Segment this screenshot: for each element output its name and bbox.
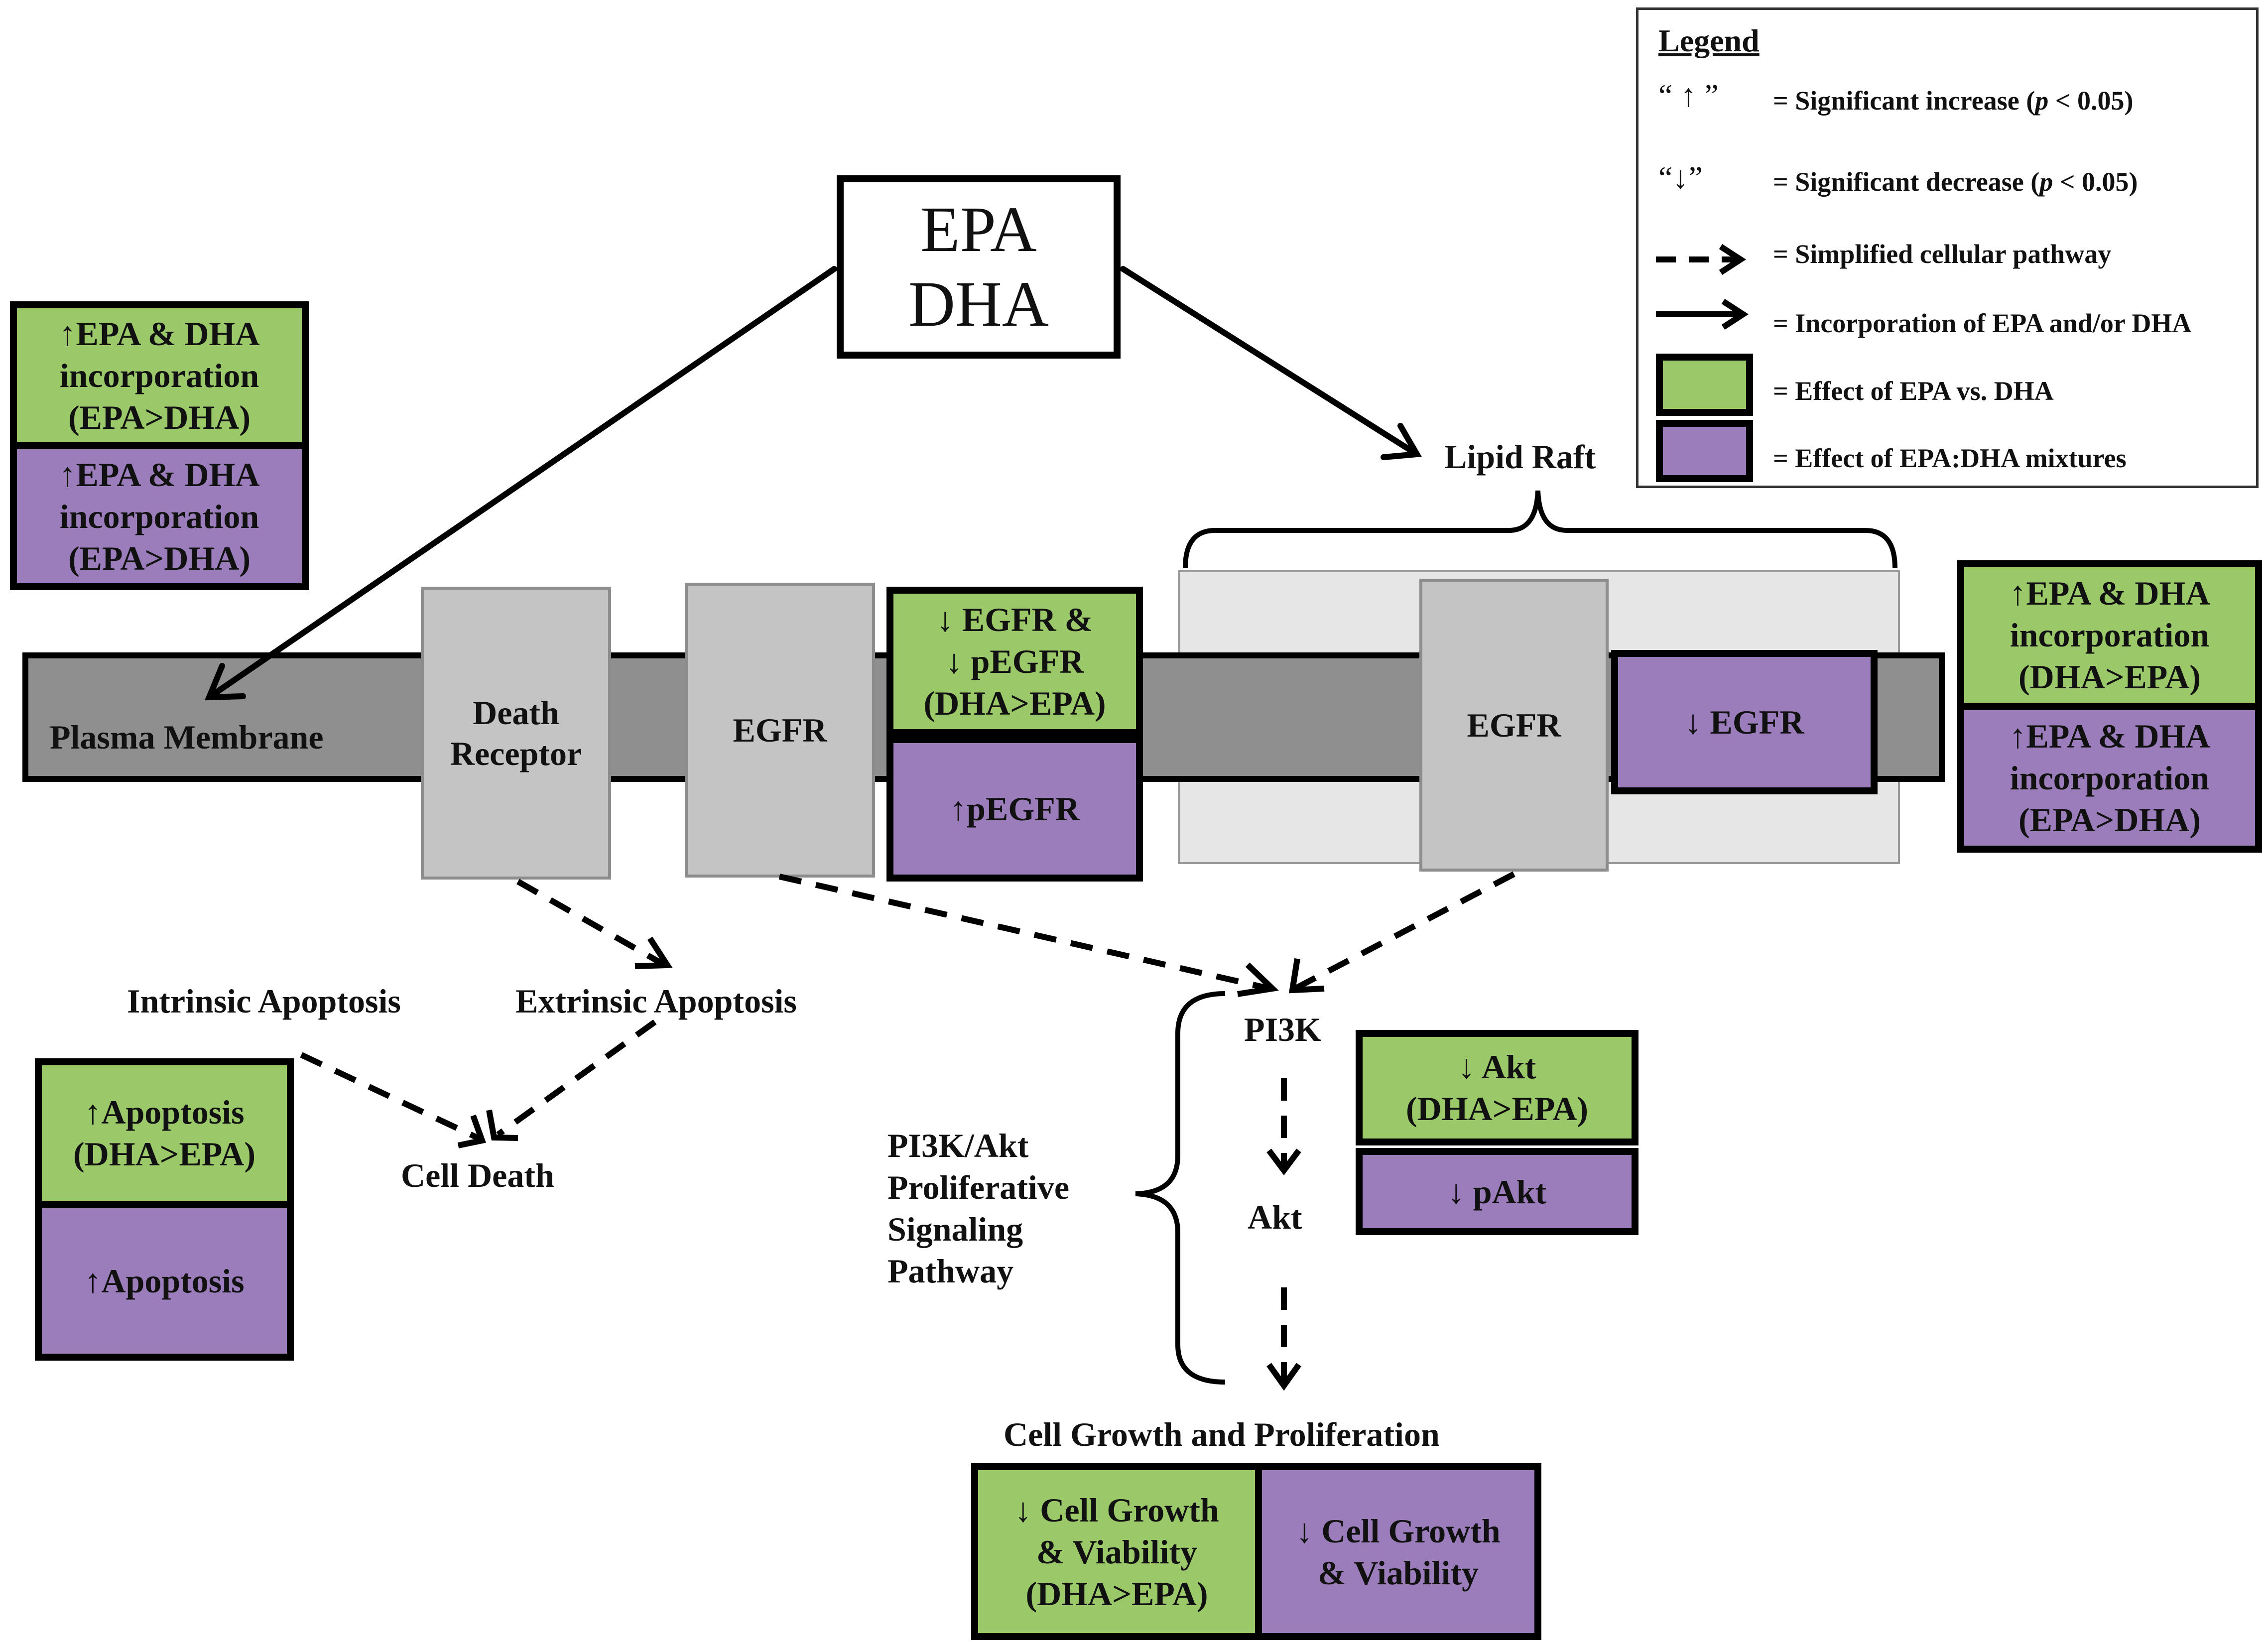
growth-purple-box: ↓ Cell Growth & Viability — [1255, 1463, 1541, 1640]
pathway-dashed-arrows — [300, 871, 1515, 1385]
cell-death-label: Cell Death — [401, 1156, 554, 1194]
akt-label: Akt — [1248, 1198, 1302, 1236]
legend-purple-text: = Effect of EPA:DHA mixtures — [1773, 443, 2127, 473]
legend-down-text-pre: = Significant decrease ( — [1773, 167, 2040, 197]
legend-purple-swatch — [1656, 420, 1753, 482]
legend-solid-text: = Incorporation of EPA and/or DHA — [1773, 308, 2192, 338]
pi3k-akt-pathway-label: PI3K/Akt Proliferative Signaling Pathway — [887, 1127, 1070, 1290]
raft-incorporation-purple-box: ↑EPA & DHA incorporation (EPA>DHA) — [1957, 703, 2262, 853]
legend-down-p: p — [2039, 167, 2053, 197]
membrane-incorporation-green-box: ↑EPA & DHA incorporation (EPA>DHA) — [10, 301, 309, 449]
legend-panel: Legend “ ↑ ” = Significant increase (p <… — [1636, 7, 2259, 488]
legend-green-swatch — [1656, 354, 1753, 416]
legend-green-text: = Effect of EPA vs. DHA — [1773, 376, 2054, 406]
raft-incorporation-green-box: ↑EPA & DHA incorporation (DHA>EPA) — [1957, 560, 2262, 710]
legend-up-text: = Significant increase (p < 0.05) — [1773, 85, 2134, 117]
pathway-arrowheads — [457, 936, 1325, 1391]
dha-label: DHA — [908, 268, 1049, 340]
legend-up-p: p — [2035, 86, 2049, 116]
legend-up-symbol: “ ↑ ” — [1658, 78, 1719, 113]
apoptosis-purple-box: ↑Apoptosis — [35, 1201, 294, 1361]
extrinsic-apoptosis-label: Extrinsic Apoptosis — [515, 982, 797, 1020]
death-receptor: Death Receptor — [421, 587, 611, 880]
legend-up-text-post: < 0.05) — [2048, 86, 2134, 116]
intrinsic-apoptosis-label: Intrinsic Apoptosis — [127, 982, 401, 1020]
egfr-receptor: EGFR — [685, 583, 875, 878]
pi3k-label: PI3K — [1244, 1011, 1321, 1048]
raft-egfr-effect-purple-box: ↓ EGFR — [1611, 650, 1878, 794]
plasma-membrane-label: Plasma Membrane — [50, 718, 324, 756]
egfr-effect-purple-box: ↑pEGFR — [886, 736, 1143, 882]
egfr-raft-receptor: EGFR — [1419, 579, 1609, 872]
pi3k-akt-brace — [1135, 991, 1226, 1385]
akt-purple-box: ↓ pAkt — [1356, 1148, 1638, 1235]
lipid-raft-label: Lipid Raft — [1444, 438, 1596, 476]
cell-growth-proliferation-label: Cell Growth and Proliferation — [1004, 1415, 1440, 1453]
legend-up-text-pre: = Significant increase ( — [1773, 86, 2035, 116]
membrane-incorporation-purple-box: ↑EPA & DHA incorporation (EPA>DHA) — [10, 442, 309, 590]
apoptosis-green-box: ↑Apoptosis (DHA>EPA) — [35, 1058, 294, 1208]
legend-down-symbol: “↓” — [1658, 160, 1703, 195]
epa-dha-box: EPA DHA — [837, 175, 1121, 359]
lipid-raft-brace — [1183, 490, 1897, 568]
epa-label: EPA — [920, 194, 1037, 265]
legend-line-samples — [1656, 244, 1749, 330]
legend-down-text: = Significant decrease (p < 0.05) — [1773, 166, 2138, 198]
legend-title: Legend — [1658, 23, 1760, 58]
legend-down-text-post: < 0.05) — [2053, 167, 2138, 197]
egfr-effect-green-box: ↓ EGFR & ↓ pEGFR (DHA>EPA) — [886, 587, 1143, 736]
incorporation-arrows — [204, 266, 1422, 701]
akt-green-box: ↓ Akt (DHA>EPA) — [1356, 1030, 1638, 1145]
legend-dashed-text: = Simplified cellular pathway — [1773, 239, 2112, 269]
